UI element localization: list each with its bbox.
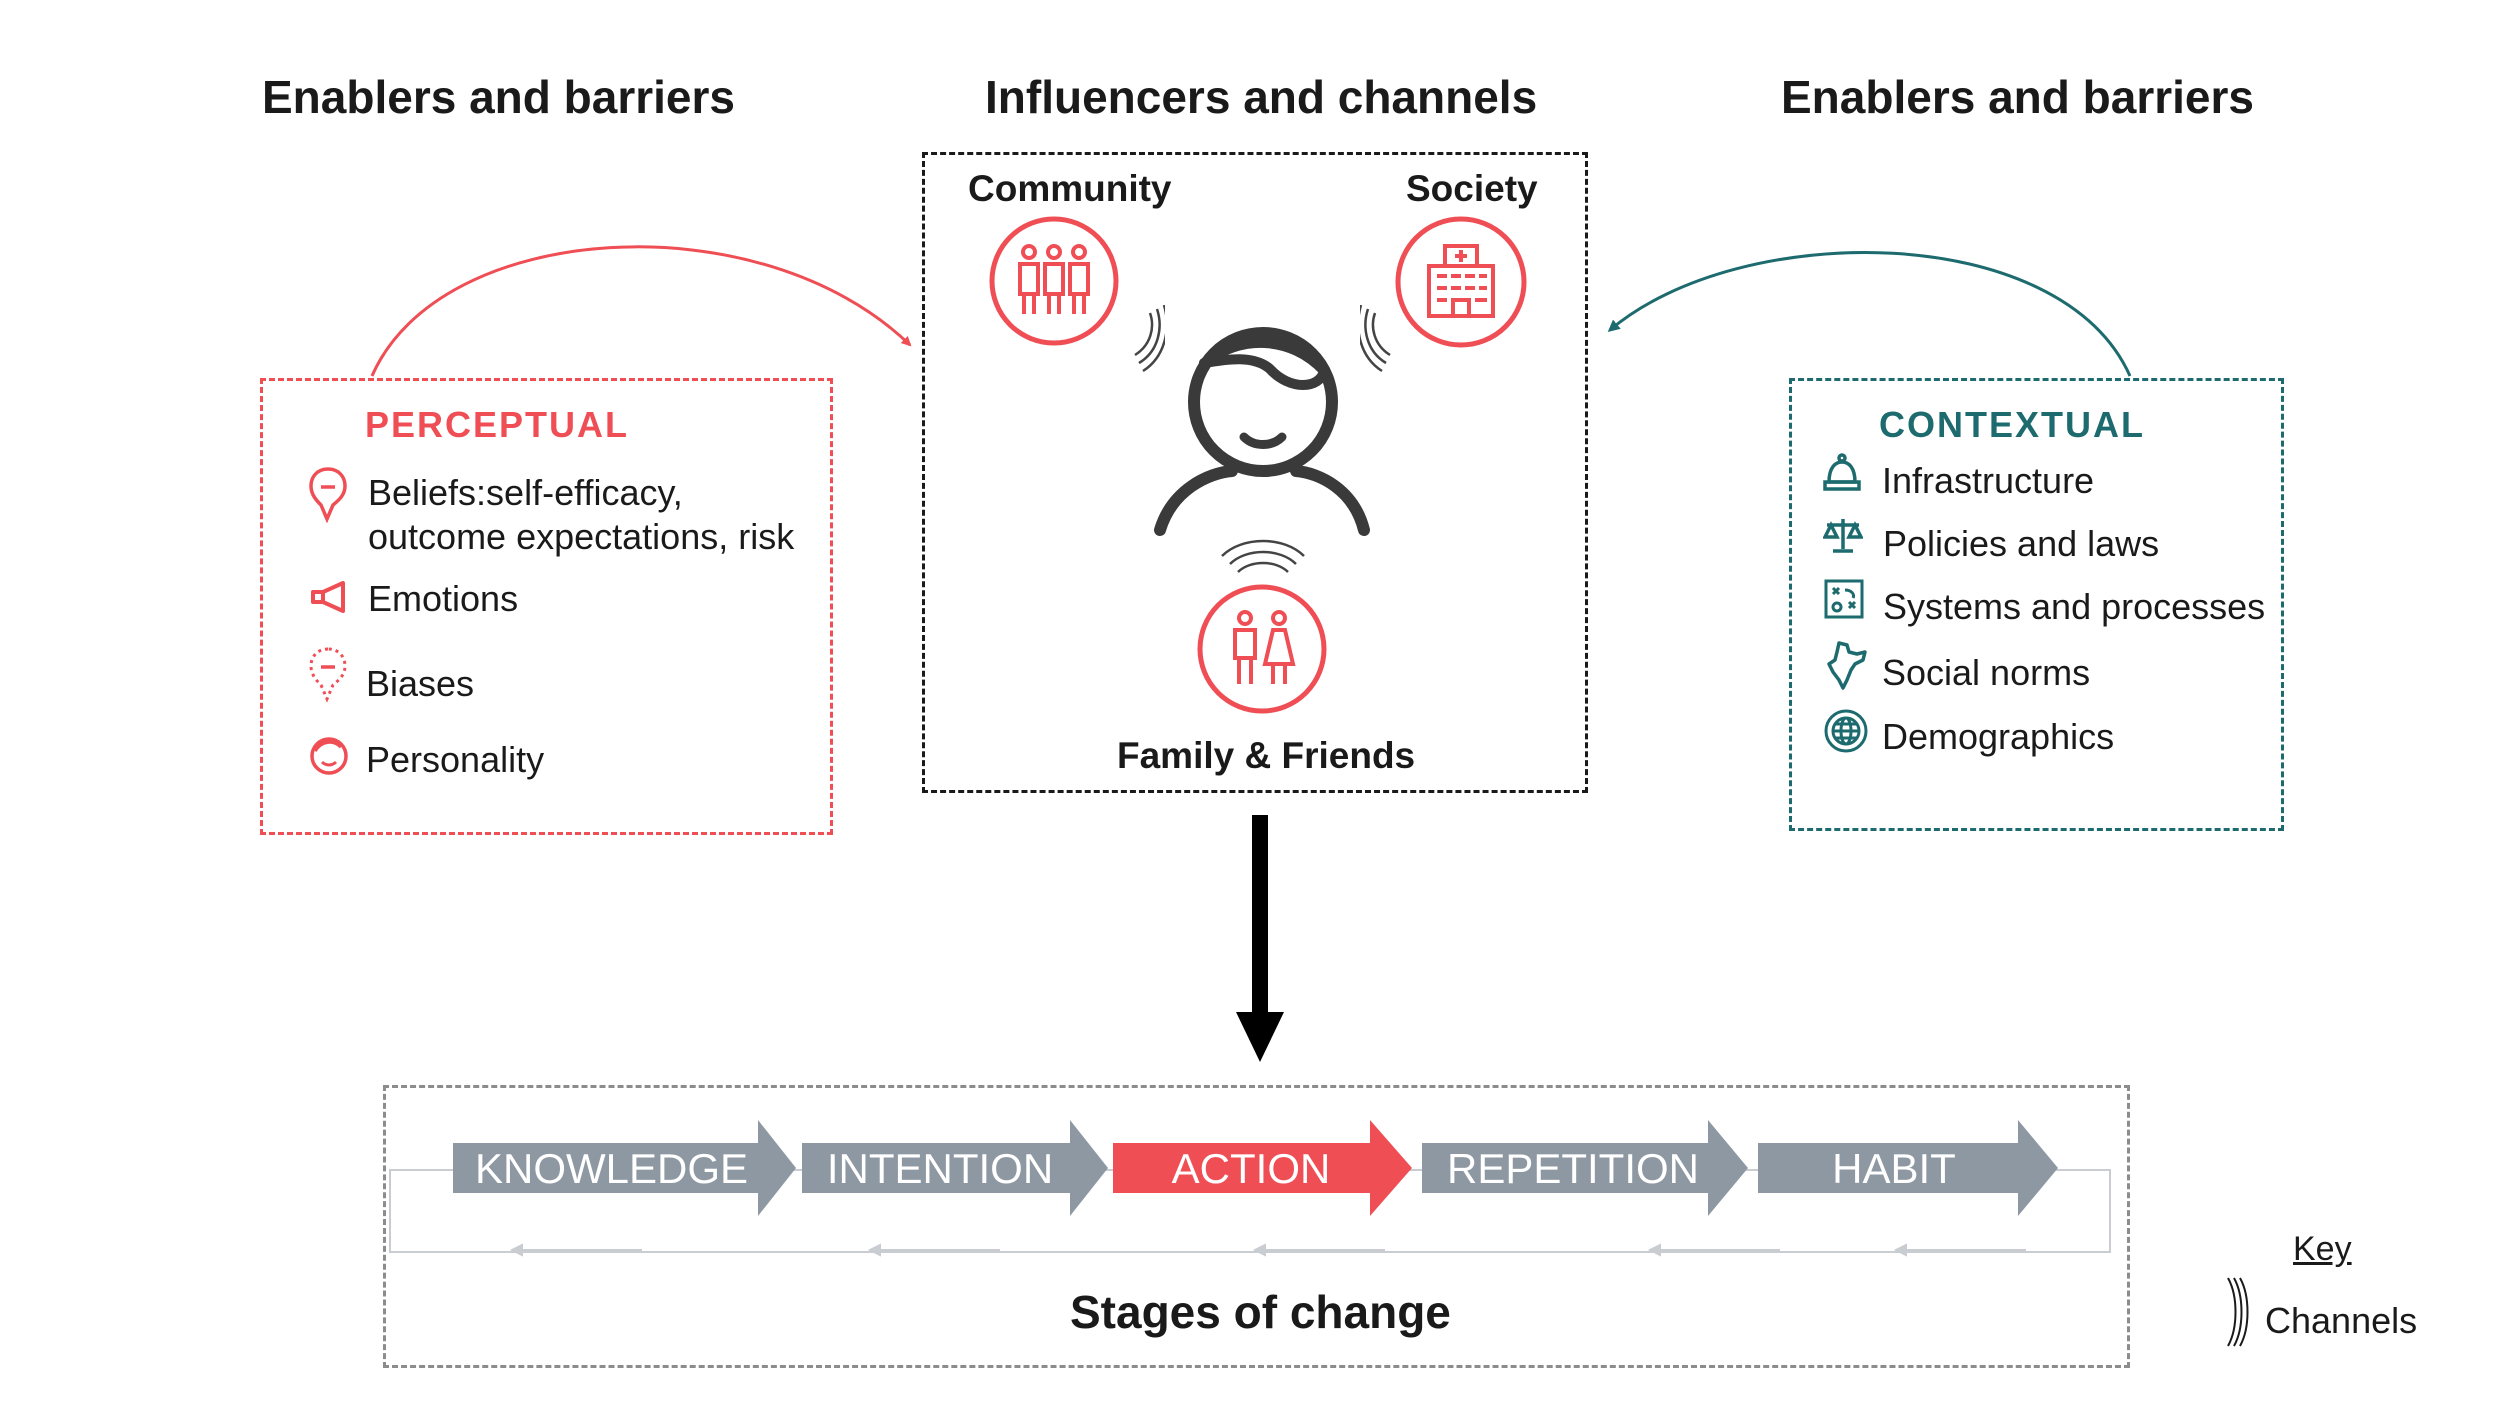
key-channels-label: Channels bbox=[2265, 1300, 2418, 1341]
channel-icon-family bbox=[1221, 539, 1305, 573]
community-label: Community bbox=[968, 168, 1172, 209]
main-down-arrow-head bbox=[1236, 1012, 1284, 1062]
community-icon bbox=[989, 216, 1119, 346]
perceptual-item-emotions: Emotions bbox=[368, 578, 519, 619]
head-icon bbox=[309, 467, 347, 523]
person-icon bbox=[1154, 327, 1370, 536]
perceptual-item-beliefs-line1: Beliefs:self-efficacy, bbox=[368, 472, 683, 513]
stage-arrow-habit bbox=[1758, 1120, 2058, 1216]
scales-icon bbox=[1823, 519, 1863, 553]
strategy-board-icon bbox=[1824, 579, 1864, 619]
dotted-head-icon bbox=[309, 647, 347, 703]
channel-icon-society bbox=[1360, 305, 1391, 373]
key-channels-icon bbox=[2227, 1277, 2249, 1347]
contextual-to-influencers-arrow bbox=[1607, 251, 2132, 377]
contextual-item-systems: Systems and processes bbox=[1883, 586, 2266, 627]
bell-icon bbox=[1823, 453, 1861, 491]
perceptual-box bbox=[260, 378, 833, 835]
perceptual-item-biases: Biases bbox=[366, 663, 475, 704]
perceptual-item-personality: Personality bbox=[366, 739, 545, 780]
main-down-arrow-shaft bbox=[1252, 815, 1268, 1015]
stage-knowledge: KNOWLEDGE bbox=[475, 1145, 749, 1192]
key-title: Key bbox=[2293, 1230, 2352, 1268]
globe-icon bbox=[1824, 709, 1868, 753]
stage-habit: HABIT bbox=[1832, 1145, 1956, 1192]
stage-arrow-repetition bbox=[1422, 1120, 1748, 1216]
channel-icon-community bbox=[1134, 305, 1165, 373]
megaphone-icon bbox=[311, 581, 345, 613]
contextual-item-policies: Policies and laws bbox=[1883, 523, 2160, 564]
stages-box bbox=[383, 1085, 2130, 1368]
stages-title: Stages of change bbox=[1070, 1286, 1451, 1338]
stage-arrow-action bbox=[1113, 1120, 1412, 1216]
stage-arrow-knowledge bbox=[453, 1120, 796, 1216]
contextual-item-infrastructure: Infrastructure bbox=[1882, 460, 2095, 501]
stage-action: ACTION bbox=[1171, 1145, 1331, 1192]
influencers-box bbox=[922, 152, 1588, 793]
perceptual-item-beliefs-line2: outcome expectations, risk bbox=[368, 516, 795, 557]
contextual-item-social-norms: Social norms bbox=[1882, 652, 2091, 693]
face-icon bbox=[310, 737, 348, 775]
contextual-item-demographics: Demographics bbox=[1882, 716, 2115, 757]
contextual-box bbox=[1789, 378, 2284, 831]
stage-repetition: REPETITION bbox=[1446, 1145, 1700, 1192]
heading-enablers-right: Enablers and barriers bbox=[1781, 71, 2254, 123]
heading-influencers: Influencers and channels bbox=[985, 71, 1538, 123]
perceptual-title: PERCEPTUAL bbox=[365, 404, 630, 445]
family-icon bbox=[1197, 584, 1327, 714]
map-icon bbox=[1827, 641, 1867, 690]
society-label: Society bbox=[1406, 168, 1538, 209]
society-icon bbox=[1395, 216, 1527, 348]
stage-intention: INTENTION bbox=[826, 1145, 1054, 1192]
perceptual-to-influencers-arrow bbox=[370, 245, 912, 377]
family-friends-label: Family & Friends bbox=[1117, 735, 1416, 776]
stage-arrow-intention bbox=[802, 1120, 1108, 1216]
heading-enablers-left: Enablers and barriers bbox=[262, 71, 735, 123]
contextual-title: CONTEXTUAL bbox=[1879, 404, 2145, 445]
